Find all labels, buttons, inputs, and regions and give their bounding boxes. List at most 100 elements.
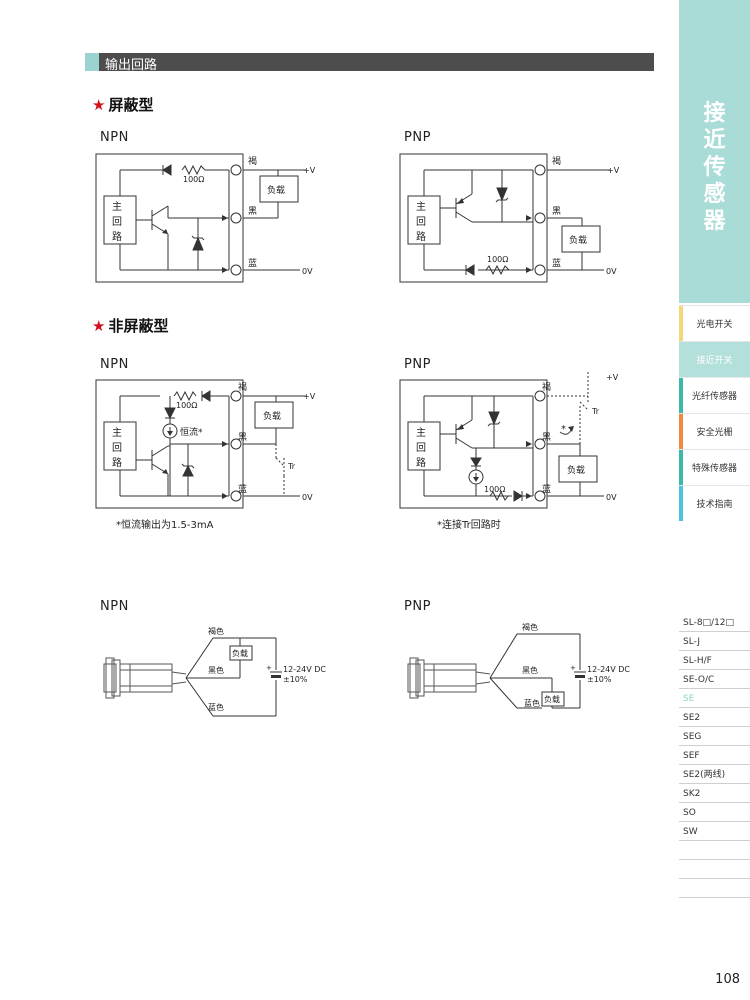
npn-wiring-diagram: 褐色 负载 黑色 蓝色 + 12-24V DC ±10%	[103, 626, 326, 717]
main-circuit-char: 主	[112, 427, 122, 439]
blue-wire-label: 蓝	[248, 257, 257, 269]
nav-item-safety-curtain[interactable]: 安全光栅	[679, 413, 750, 449]
nav-color-mark	[679, 486, 683, 521]
sidebar-title-char: 感	[703, 182, 726, 207]
main-circuit-char: 路	[112, 230, 122, 243]
brown-wire-label: 褐色	[522, 622, 538, 632]
blue-wire-label: 蓝色	[208, 702, 224, 712]
product-item[interactable]: SL-8□/12□	[679, 614, 750, 632]
nav-color-mark	[679, 450, 683, 485]
load-label: 负载	[544, 694, 560, 704]
load-label: 负载	[569, 234, 587, 246]
product-item[interactable]: SL-H/F	[679, 652, 750, 670]
blue-wire-label: 蓝	[542, 483, 551, 495]
section-header: 输出回路	[85, 53, 654, 73]
black-wire-label: 黑	[238, 432, 247, 443]
product-item[interactable]: SE-O/C	[679, 671, 750, 689]
main-circuit-char: 主	[416, 427, 426, 439]
shielded-npn-diagram: 主 回 路 100Ω 褐 黑 蓝 +V 0V 负载	[95, 153, 316, 283]
plus-v-label: +V	[607, 166, 620, 175]
pnp-wiring-diagram: 褐色 黑色 负载 蓝色 + 12-24V DC ±10%	[407, 622, 630, 709]
product-item[interactable]: SEG	[679, 728, 750, 746]
page-number: 108	[715, 972, 740, 987]
supply-label: 12-24V DC	[587, 665, 630, 674]
nav-item-fiber[interactable]: 光纤传感器	[679, 377, 750, 413]
tr-label: Tr	[591, 407, 600, 416]
main-circuit-char: 回	[416, 216, 426, 228]
nav-item-label: 技术指南	[696, 500, 733, 510]
plus-v-label: +V	[606, 373, 619, 382]
blue-wire-label: 蓝	[552, 257, 561, 269]
main-circuit-char: 路	[112, 456, 122, 469]
load-label: 负载	[267, 184, 285, 196]
product-item[interactable]: SL-J	[679, 633, 750, 651]
product-item	[679, 842, 750, 860]
load-label: 负载	[263, 410, 281, 422]
constant-current-label: 恒流*	[180, 426, 203, 438]
load-label: 负载	[232, 648, 248, 658]
main-circuit-char: 主	[112, 201, 122, 213]
nav-item-proximity[interactable]: 接近开关	[679, 341, 750, 377]
nav-item-label: 特殊传感器	[691, 464, 737, 474]
star-icon: ★	[92, 317, 106, 335]
zero-v-label: 0V	[606, 267, 617, 276]
main-circuit-char: 回	[416, 442, 426, 454]
sidebar-title-char: 器	[703, 209, 726, 234]
main-circuit-char: 路	[416, 456, 426, 469]
black-wire-label: 黑	[552, 206, 561, 217]
section-accent	[85, 53, 99, 71]
shielded-title: 屏蔽型	[108, 96, 154, 114]
svg-text:+: +	[266, 664, 272, 672]
tolerance-label: ±10%	[587, 675, 612, 684]
nav-item-label: 光电开关	[696, 320, 733, 330]
nav-item-photoelectric[interactable]: 光电开关	[679, 305, 750, 341]
black-wire-label: 黑色	[522, 665, 538, 675]
zero-v-label: 0V	[302, 267, 313, 276]
product-item[interactable]: SE2(两线)	[679, 766, 750, 784]
unshielded-pnp-diagram: 主 回 路 100Ω 褐 黑 蓝 +V 0V 负载 Tr *	[399, 372, 619, 509]
load-box	[259, 175, 299, 203]
resistor-label: 100Ω	[484, 485, 505, 494]
unshielded-title: 非屏蔽型	[108, 317, 169, 335]
unshielded-npn-diagram: 主 回 路 100Ω 恒流* 褐 黑 蓝 +V 0V 负载 Tr	[95, 379, 316, 509]
plus-v-label: +V	[303, 166, 316, 175]
sidebar-header	[679, 0, 750, 303]
pnp-label: PNP	[404, 130, 431, 145]
zero-v-label: 0V	[302, 493, 313, 502]
plus-v-label: +V	[303, 392, 316, 401]
product-item[interactable]: SEF	[679, 747, 750, 765]
unshielded-heading: ★非屏蔽型	[92, 315, 168, 336]
black-wire-label: 黑	[248, 206, 257, 217]
main-circuit-char: 回	[112, 216, 122, 228]
nav-item-label: 光纤传感器	[691, 392, 737, 402]
product-item[interactable]: SW	[679, 823, 750, 841]
svg-text:+: +	[570, 664, 576, 672]
product-item[interactable]: SK2	[679, 785, 750, 803]
section-title: 输出回路	[105, 58, 158, 73]
nav-item-label: 安全光栅	[696, 428, 733, 438]
resistor-label: 100Ω	[176, 401, 197, 410]
pnp-label: PNP	[404, 599, 431, 614]
brown-wire-label: 褐	[248, 156, 257, 167]
star-icon: ★	[92, 96, 106, 114]
main-circuit-char: 路	[416, 230, 426, 243]
nav-color-mark	[679, 414, 683, 449]
product-item	[679, 880, 750, 898]
product-item[interactable]: SO	[679, 804, 750, 822]
tolerance-label: ±10%	[283, 675, 308, 684]
product-item	[679, 861, 750, 879]
blue-wire-label: 蓝色	[524, 698, 540, 708]
nav-item-special[interactable]: 特殊传感器	[679, 449, 750, 485]
blue-wire-label: 蓝	[238, 483, 247, 495]
product-item-active[interactable]: SE	[679, 690, 750, 708]
zero-v-label: 0V	[606, 493, 617, 502]
nav-item-tech-guide[interactable]: 技术指南	[679, 485, 750, 521]
shielded-heading: ★屏蔽型	[92, 94, 153, 115]
brown-wire-label: 褐	[238, 382, 247, 393]
npn-label: NPN	[100, 130, 129, 145]
constant-current-note: *恒流输出为1.5-3mA	[116, 520, 214, 531]
load-label: 负载	[567, 464, 585, 476]
product-item[interactable]: SE2	[679, 709, 750, 727]
sidebar-title: 接 近 传 感 器	[679, 100, 750, 235]
npn-label: NPN	[100, 357, 129, 372]
